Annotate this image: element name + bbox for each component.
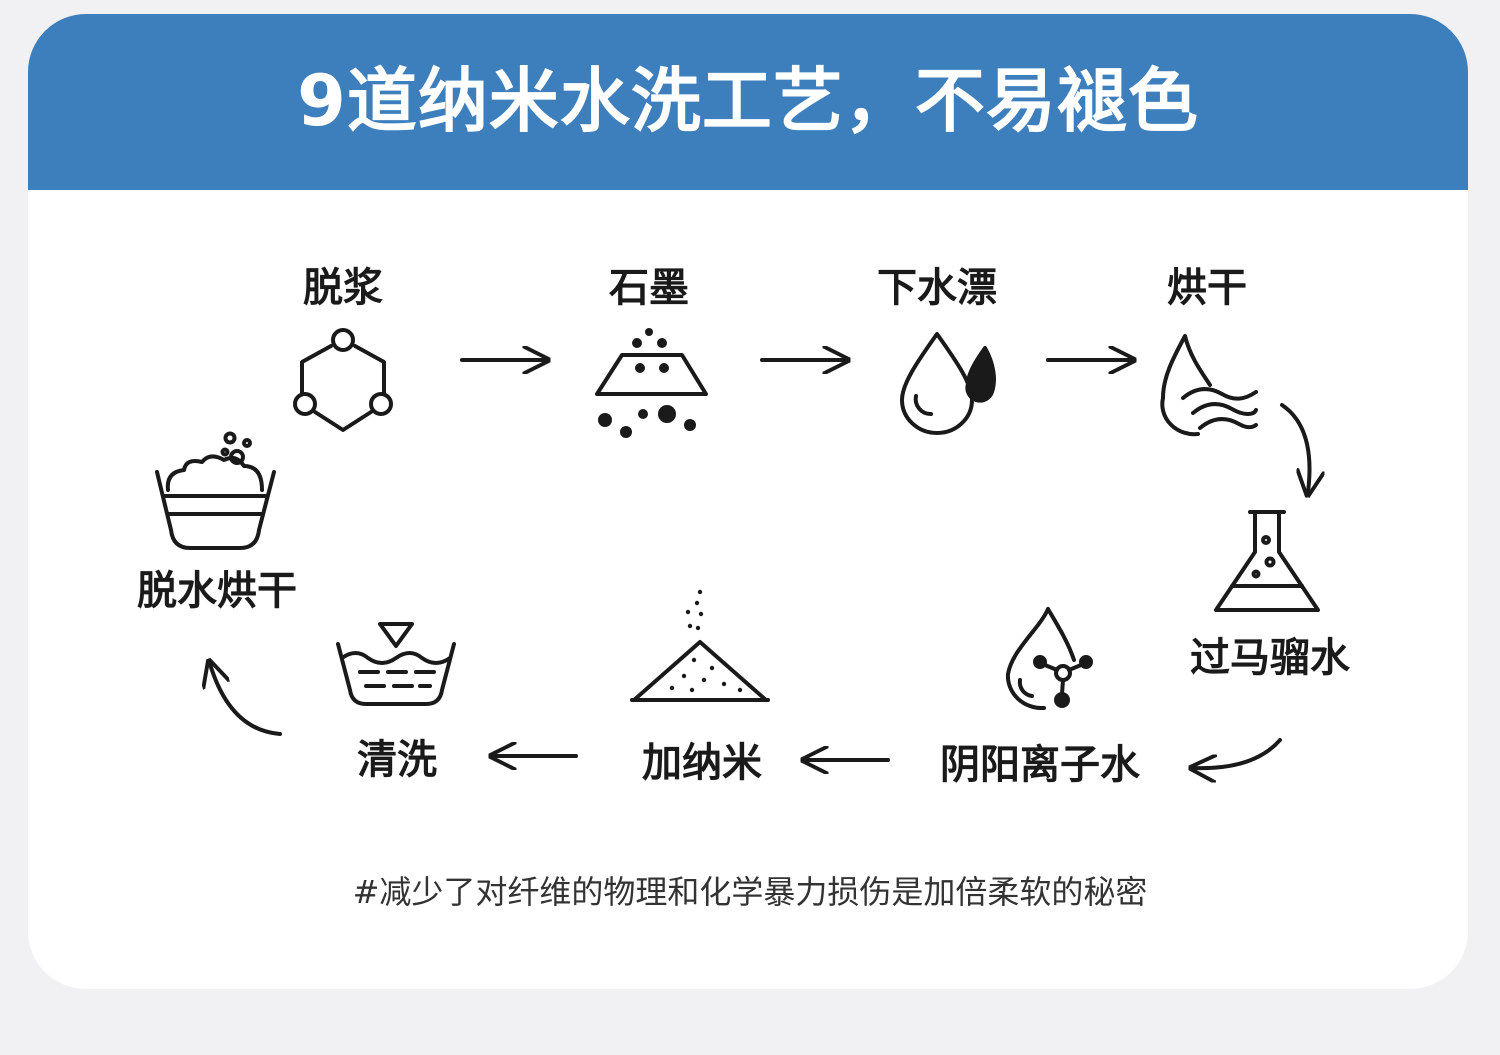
step-label-rinse: 下水漂 [877,265,997,311]
step-label-nano: 加纳米 [642,740,762,786]
graphite-particles-icon [595,328,708,438]
washtub-icon [336,622,456,706]
step-label-flask: 过马骝水 [1190,635,1350,681]
step-label-ion-water: 阴阳离子水 [940,742,1140,788]
drop-waves-icon [1160,334,1258,437]
step-label-desizing: 脱浆 [303,265,383,311]
page-title: 9道纳米水洗工艺，不易褪色 [297,60,1199,142]
nano-powder-icon [630,589,770,702]
header-banner: 9道纳米水洗工艺，不易褪色 [28,14,1468,190]
step-label-spin-dry: 脱水烘干 [137,568,297,614]
molecule-ring-icon [293,328,393,432]
drop-molecule-icon [1005,607,1093,711]
step-label-drying: 烘干 [1167,265,1247,311]
arrow-4 [1280,403,1310,492]
step-label-graphite: 石墨 [609,265,689,311]
flask-icon [1214,510,1320,612]
arrow-8 [210,664,282,736]
footnote: #减少了对纤维的物理和化学暴力损伤是加倍柔软的秘密 [352,873,1148,911]
arrow-5 [1194,738,1282,768]
water-drops-icon [900,332,996,435]
laundry-basin-icon [155,431,276,550]
step-label-wash: 清洗 [357,737,437,783]
